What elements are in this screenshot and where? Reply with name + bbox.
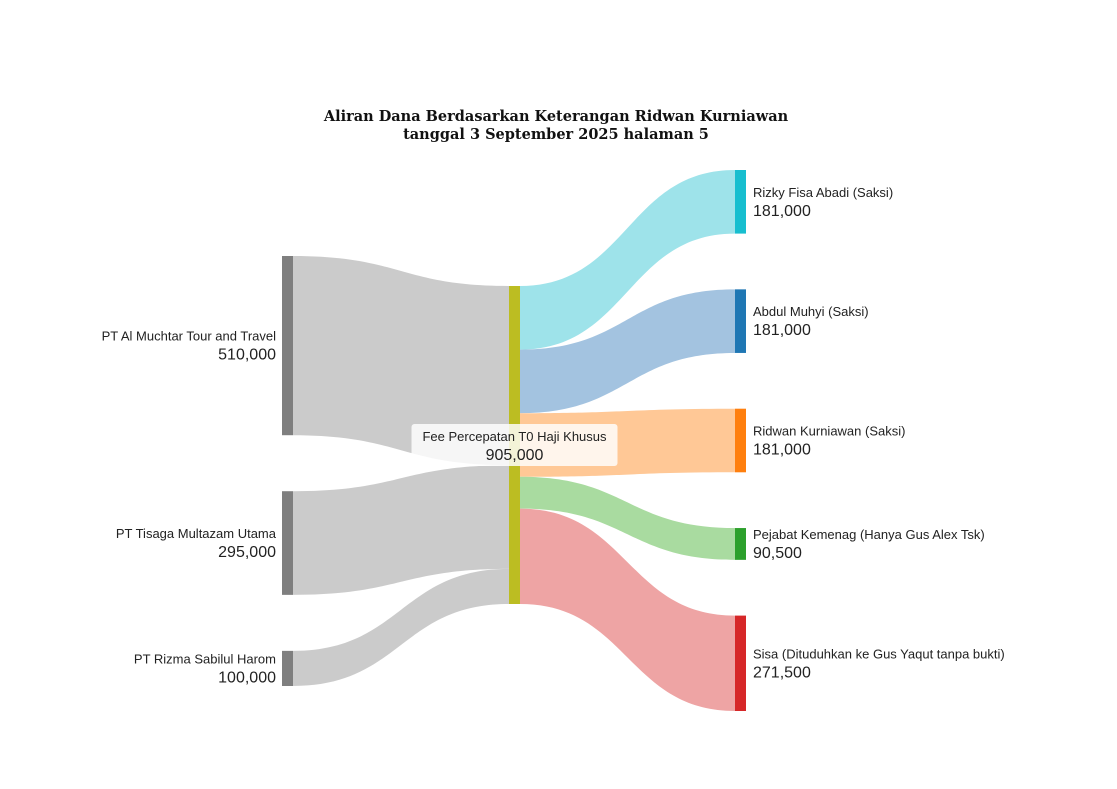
target-value-2: 181,000	[753, 442, 811, 459]
link-source-2	[293, 568, 509, 686]
middle-value: 905,000	[486, 447, 544, 464]
source-label-0: PT Al Muchtar Tour and Travel	[102, 329, 276, 344]
node-target-0	[735, 170, 746, 234]
link-source-0	[293, 256, 509, 466]
target-label-3: Pejabat Kemenag (Hanya Gus Alex Tsk)	[753, 527, 985, 542]
chart-title: Aliran Dana Berdasarkan Keterangan Ridwa…	[323, 108, 789, 125]
node-source-2	[282, 650, 293, 686]
flow-labels: PT Al Muchtar Tour and Travel 510,000 PT T…	[102, 185, 1005, 687]
middle-label: Fee Percepatan T0 Haji Khusus	[422, 429, 607, 444]
target-label-4: Sisa (Dituduhkan ke Gus Yaqut tanpa bukt…	[753, 646, 1005, 661]
node-target-3	[735, 528, 746, 560]
target-value-4: 271,500	[753, 664, 811, 681]
target-label-0: Rizky Fisa Abadi (Saksi)	[753, 185, 893, 200]
target-value-0: 181,000	[753, 203, 811, 220]
node-source-1	[282, 491, 293, 595]
link-target-0	[520, 170, 735, 350]
link-source-1	[293, 465, 509, 595]
source-value-2: 100,000	[218, 669, 276, 686]
link-target-1	[520, 289, 735, 414]
chart-subtitle: tanggal 3 September 2025 halaman 5	[403, 126, 709, 143]
target-label-1: Abdul Muhyi (Saksi)	[753, 304, 869, 319]
target-label-2: Ridwan Kurniawan (Saksi)	[753, 424, 905, 439]
target-value-3: 90,500	[753, 545, 802, 562]
target-value-1: 181,000	[753, 322, 811, 339]
node-target-4	[735, 615, 746, 711]
source-label-2: PT Rizma Sabilul Harom	[134, 651, 276, 666]
node-target-2	[735, 408, 746, 473]
node-source-0	[282, 256, 293, 436]
link-target-3	[520, 476, 735, 560]
middle-label-box	[411, 424, 618, 466]
source-value-1: 295,000	[218, 544, 276, 561]
node-target-1	[735, 289, 746, 353]
link-target-4	[520, 508, 735, 711]
source-label-1: PT Tisaga Multazam Utama	[116, 526, 277, 541]
source-value-0: 510,000	[218, 347, 276, 364]
flow-links	[293, 170, 735, 711]
